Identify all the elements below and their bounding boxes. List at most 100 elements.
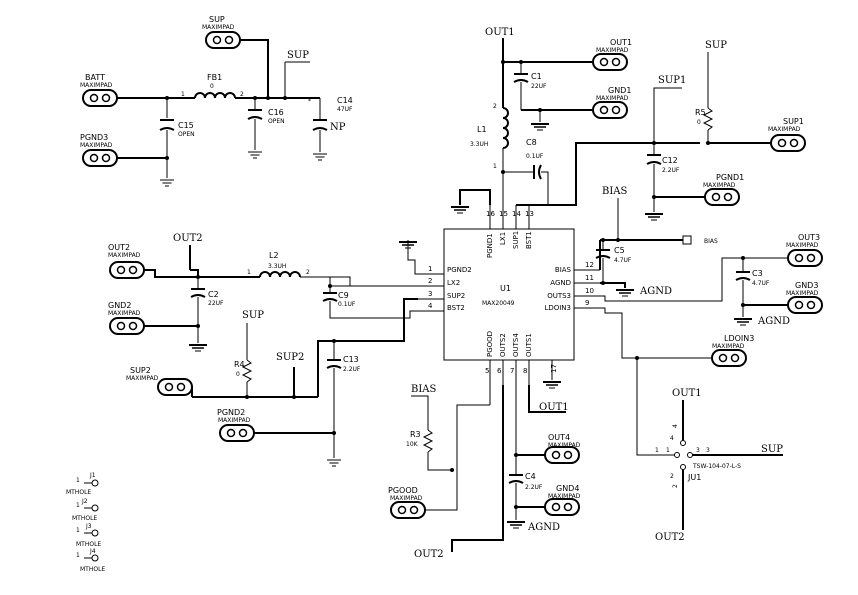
svg-text:3: 3 [706,447,710,454]
ic-u1: U1 MAX20049 1 2 3 4 PGND2 LX2 SUP2 BST2 … [418,172,600,405]
pad-gnd1[interactable] [592,101,628,119]
pad-sup1[interactable] [770,134,806,152]
pad-label: GND3 [795,281,818,290]
pin-num: 11 [585,274,594,282]
pin-name: BST2 [447,304,465,312]
pad-out1[interactable] [592,53,628,71]
cap-c12: C12 2.2UF [646,143,680,212]
pad-pgnd2[interactable] [219,424,255,442]
net-label: AGND [639,286,672,297]
pin-name: LX2 [447,279,460,287]
ic-ref: U1 [500,284,511,293]
pad-type: MAXIMPAD [786,290,819,297]
pin-num: 12 [585,261,594,269]
svg-text:C15: C15 [178,121,194,130]
pad-gnd2[interactable] [109,317,145,335]
pad-type: MAXIMPAD [108,310,141,317]
pad-gnd3[interactable] [787,296,823,314]
pad-out4[interactable] [544,446,580,464]
pin-name: OUTS3 [547,292,571,300]
pad-pgnd3[interactable] [82,149,118,167]
svg-text:2: 2 [670,473,674,480]
pad-label: SUP2 [130,366,151,375]
net-label: SUP [705,40,727,51]
pad-type: MAXIMPAD [126,375,159,382]
svg-text:2: 2 [306,269,310,276]
pin-num: 14 [512,210,521,218]
ic-bottom-pins: 5 6 7 8 17 PGOOD OUTS2 OUTS4 OUTS1 [485,331,558,405]
pad-label: GND1 [608,86,631,95]
svg-text:1: 1 [181,91,185,98]
pad-gnd4[interactable] [544,498,580,516]
pin-num: 8 [523,367,527,375]
net-label: OUT1 [485,27,515,38]
inductor-l1: L1 3.3UH 2 1 [470,100,509,172]
pad-out3[interactable] [787,249,823,267]
svg-text:4.7UF: 4.7UF [614,257,632,264]
pad-label: GND2 [108,301,131,310]
mthole-j2: J2 1 MTHOLE [72,498,99,522]
pin-num: 15 [499,210,508,218]
svg-text:10K: 10K [406,441,419,448]
svg-text:0.1UF: 0.1UF [526,153,544,160]
svg-text:J3: J3 [85,523,92,530]
net-label: OUT1 [672,388,702,399]
svg-text:R3: R3 [410,430,421,439]
pad-label: SUP [209,15,225,24]
pin-name: LX1 [499,232,507,245]
svg-text:MTHOLE: MTHOLE [76,541,101,548]
svg-text:MTHOLE: MTHOLE [72,515,97,522]
svg-text:4: 4 [672,424,679,428]
svg-text:1: 1 [76,502,80,509]
pad-pgnd1[interactable] [704,188,740,206]
svg-text:4.7UF: 4.7UF [752,280,770,287]
pad-label: PGND2 [217,408,245,417]
pin-num: 4 [428,302,433,310]
svg-text:C9: C9 [338,291,349,300]
ferrite-fb1: FB1 0 1 2 [181,73,244,99]
pad-sup[interactable] [205,31,241,49]
pin-name: LDOIN3 [544,304,571,312]
pin-num: 10 [585,287,594,295]
pad-batt[interactable] [82,89,118,107]
svg-text:1: 1 [76,527,80,534]
svg-text:3.3UH: 3.3UH [268,263,286,270]
cap-c15: C15 OPEN [159,119,195,138]
mthole-j1: J1 1 MTHOLE [66,472,99,496]
testpoint-bias[interactable] [682,235,692,245]
pin-name: SUP2 [447,292,465,300]
cap-c13: C13 2.2UF [326,341,361,458]
pin-num: 17 [550,364,558,373]
pad-label: PGOOD [388,486,418,495]
svg-text:22UF: 22UF [208,300,224,307]
net-label: BIAS [411,384,437,395]
svg-text:1: 1 [76,552,80,559]
jumper-ju1: OUT1 SUP OUT2 4 4 1 1 3 3 2 2 TSW-104-07… [655,388,783,543]
pin-name: PGND2 [447,266,472,274]
svg-text:L1: L1 [477,125,487,134]
svg-text:NP: NP [330,122,346,133]
svg-text:MTHOLE: MTHOLE [80,566,105,573]
svg-text:C13: C13 [343,355,359,364]
jumper-ref: JU1 [687,473,701,482]
pad-label: LDOIN3 [724,334,754,343]
net-label: SUP [761,444,783,455]
pad-sup2[interactable] [157,378,193,396]
pad-label: OUT2 [108,243,130,252]
pin-num: 6 [497,367,502,375]
svg-text:1: 1 [76,477,80,484]
net-label: AGND [527,522,560,533]
cap-c3: C3 4.7UF [735,258,770,317]
pad-out2[interactable] [109,261,145,279]
svg-text:2.2UF: 2.2UF [662,167,680,174]
svg-text:J1: J1 [89,472,96,479]
pad-pgood[interactable] [390,501,426,519]
pad-label: SUP1 [783,117,804,126]
pad-type: MAXIMPAD [218,417,251,424]
pin-name: OUTS4 [512,333,520,357]
pin-name: PGND1 [486,233,494,258]
pin-num: 16 [486,210,495,218]
pad-ldoin3[interactable] [711,349,747,367]
svg-text:C16: C16 [268,108,284,117]
pin-name: OUTS1 [525,333,533,357]
